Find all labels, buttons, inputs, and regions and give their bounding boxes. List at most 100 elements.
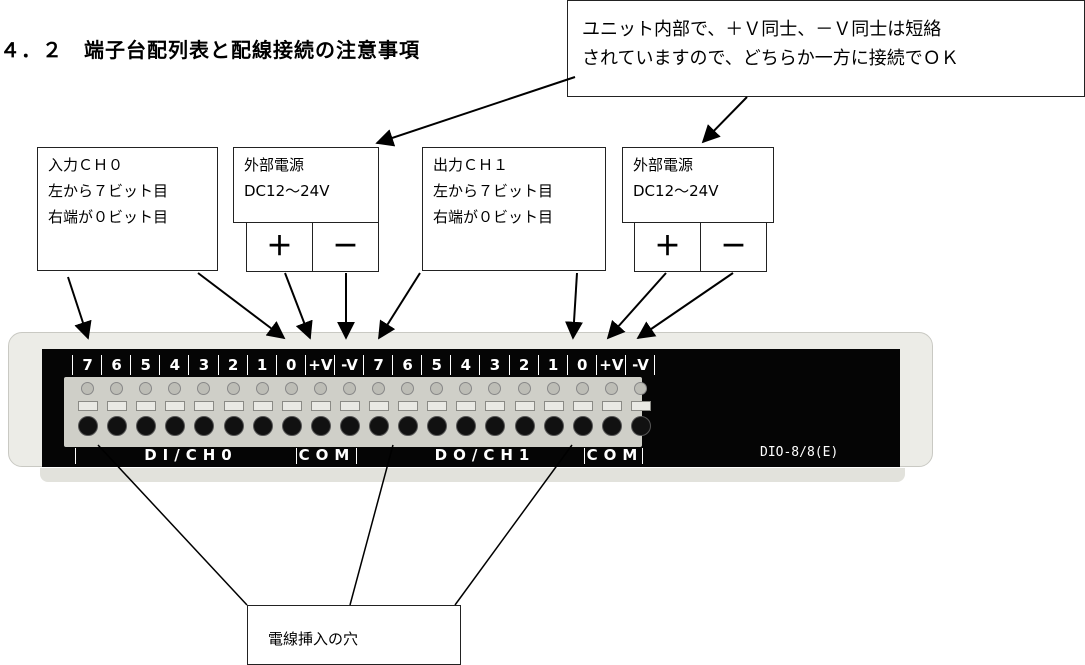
wire-insertion-hole[interactable] — [165, 416, 186, 436]
terminal-release-button[interactable] — [197, 382, 211, 395]
terminal-lever[interactable] — [630, 401, 651, 411]
terminal-release-button[interactable] — [604, 382, 618, 395]
terminal-lever[interactable] — [369, 401, 389, 411]
wire-insertion-hole[interactable] — [223, 416, 244, 436]
power1-line-2: DC12～24V — [244, 182, 330, 200]
terminal-lever[interactable] — [78, 401, 98, 411]
terminal-block[interactable] — [366, 377, 391, 447]
terminal-release-button[interactable] — [517, 382, 531, 395]
terminal-block[interactable] — [191, 377, 216, 447]
terminal-block[interactable] — [162, 377, 187, 447]
wire-insertion-hole[interactable] — [78, 416, 98, 436]
terminal-block[interactable] — [104, 377, 129, 447]
terminal-lever[interactable] — [107, 401, 128, 411]
terminal-release-button[interactable] — [81, 382, 94, 395]
terminal-lever[interactable] — [485, 401, 506, 411]
terminal-release-button[interactable] — [255, 382, 269, 395]
terminal-divider — [421, 355, 423, 375]
wire-insertion-hole[interactable] — [369, 416, 389, 436]
wire-insertion-hole[interactable] — [630, 416, 651, 436]
terminal-release-button[interactable] — [226, 382, 240, 395]
terminal-lever[interactable] — [543, 401, 564, 411]
terminal-lever[interactable] — [514, 401, 535, 411]
wire-insertion-hole[interactable] — [572, 416, 593, 436]
terminal-block[interactable] — [221, 377, 246, 447]
terminal-block[interactable] — [250, 377, 275, 447]
terminal-block[interactable] — [570, 377, 595, 447]
wire-insertion-hole[interactable] — [427, 416, 448, 436]
terminal-release-button[interactable] — [110, 382, 124, 395]
terminal-release-button[interactable] — [401, 382, 415, 395]
terminal-release-button[interactable] — [139, 382, 153, 395]
terminal-label: -V — [632, 356, 649, 374]
terminal-divider — [159, 355, 161, 375]
terminal-block[interactable] — [628, 377, 653, 447]
terminal-release-button[interactable] — [633, 382, 647, 395]
terminal-lever[interactable] — [252, 401, 273, 411]
section-title: ４．２ 端子台配列表と配線接続の注意事項 — [0, 38, 420, 62]
wire-insertion-hole[interactable] — [339, 416, 360, 436]
arrow-minus2 — [636, 272, 734, 340]
terminal-lever[interactable] — [223, 401, 244, 411]
terminal-lever[interactable] — [136, 401, 157, 411]
wire-insertion-hole[interactable] — [543, 416, 564, 436]
terminal-lever[interactable] — [339, 401, 360, 411]
terminal-block[interactable] — [453, 377, 478, 447]
wire-insertion-hole[interactable] — [514, 416, 535, 436]
terminal-label: +V — [308, 356, 333, 374]
terminal-lever[interactable] — [281, 401, 302, 411]
wire-insertion-hole[interactable] — [485, 416, 506, 436]
terminal-release-button[interactable] — [459, 382, 473, 395]
terminal-release-button[interactable] — [546, 382, 560, 395]
terminal-release-button[interactable] — [313, 382, 327, 395]
terminal-release-button[interactable] — [284, 382, 298, 395]
terminal-label: 7 — [82, 356, 93, 374]
terminal-divider — [479, 355, 481, 375]
terminal-lever[interactable] — [310, 401, 331, 411]
terminal-block[interactable] — [541, 377, 566, 447]
terminal-release-button[interactable] — [430, 382, 444, 395]
terminal-lever[interactable] — [165, 401, 186, 411]
wire-insertion-hole[interactable] — [398, 416, 419, 436]
wire-insertion-hole[interactable] — [136, 416, 157, 436]
terminal-release-button[interactable] — [168, 382, 182, 395]
terminal-lever[interactable] — [427, 401, 448, 411]
wire-insertion-hole[interactable] — [601, 416, 622, 436]
terminal-block[interactable] — [395, 377, 420, 447]
terminal-release-button[interactable] — [342, 382, 356, 395]
terminal-label: 4 — [460, 356, 472, 374]
terminal-lever[interactable] — [572, 401, 593, 411]
wire-insertion-hole[interactable] — [252, 416, 273, 436]
terminal-lever[interactable] — [398, 401, 419, 411]
input-ch0-callout: 入力ＣＨ０ 左から７ビット目 右端が０ビット目 — [37, 147, 218, 271]
terminal-label: 1 — [256, 356, 268, 374]
terminal-release-button[interactable] — [488, 382, 502, 395]
wire-insertion-hole[interactable] — [194, 416, 215, 436]
pointer-holes-mid — [349, 444, 394, 606]
device-base — [40, 468, 905, 482]
terminal-lever[interactable] — [194, 401, 215, 411]
terminal-lever[interactable] — [601, 401, 622, 411]
wire-insertion-hole[interactable] — [107, 416, 128, 436]
terminal-block[interactable] — [133, 377, 158, 447]
plus-label-2: ＋ — [634, 222, 701, 272]
terminal-block[interactable] — [512, 377, 537, 447]
wire-insertion-hole[interactable] — [310, 416, 331, 436]
terminal-block[interactable] — [599, 377, 624, 447]
wire-insertion-hole[interactable] — [281, 416, 302, 436]
arrow-ch0-bit0 — [197, 272, 286, 340]
terminal-block[interactable] — [279, 377, 304, 447]
terminal-block[interactable] — [308, 377, 333, 447]
terminal-block[interactable] — [424, 377, 449, 447]
wire-insertion-hole[interactable] — [456, 416, 477, 436]
power1-line-1: 外部電源 — [244, 156, 305, 174]
note-line-1: ユニット内部で、＋Ｖ同士、－Ｖ同士は短絡 — [582, 19, 942, 40]
terminal-release-button[interactable] — [575, 382, 589, 395]
terminal-block[interactable] — [482, 377, 507, 447]
terminal-release-button[interactable] — [372, 382, 385, 395]
arrow-ch1-bit0 — [565, 272, 583, 340]
terminal-block[interactable] — [337, 377, 362, 447]
terminal-lever[interactable] — [456, 401, 477, 411]
terminal-block[interactable] — [75, 377, 100, 447]
output-ch1-line-3: 右端が０ビット目 — [433, 208, 554, 226]
